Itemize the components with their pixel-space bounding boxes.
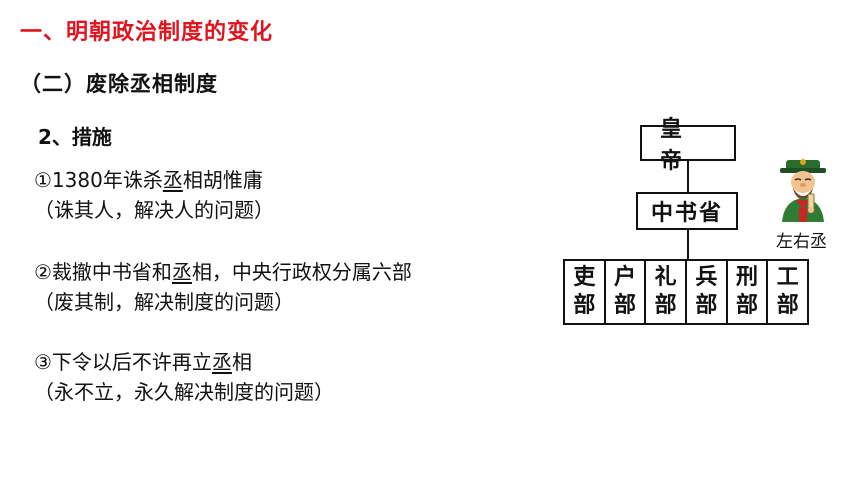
measure-item: ②裁撤中书省和丞相，中央行政权分属六部 （废其制，解决制度的问题） [34,257,412,317]
ministry-cell: 刑部 [728,261,769,323]
measure-note: （废其制，解决制度的问题） [34,290,294,314]
section-heading: 一、明朝政治制度的变化 [20,20,274,45]
secretariat-box: 中书省 [636,192,738,230]
ministry-suffix: 部 [614,293,637,318]
measure-text-underlined: 丞 [211,350,232,374]
measure-text-prefix: ②裁撤中书省和 [34,260,172,284]
measure-note: （诛其人，解决人的问题） [34,198,274,222]
measure-text-suffix: 相 [231,350,252,374]
ministry-cell: 礼部 [646,261,688,323]
ministry-cell: 工部 [768,261,807,323]
ministry-suffix: 部 [695,293,718,318]
measure-text-suffix: 相胡惟庸 [182,168,263,192]
ministry-name: 工 [776,265,799,290]
ministry-suffix: 部 [776,293,799,318]
measure-main-text: ③下令以后不许再立丞相 [34,347,334,377]
figure-caption: 左右丞 [776,232,827,252]
ministry-name: 礼 [654,265,677,290]
six-ministries-row: 吏部 户部 礼部 兵部 刑部 工部 [563,259,809,325]
ministry-cell: 兵部 [687,261,728,323]
ministry-suffix: 部 [654,293,677,318]
measure-text-prefix: ①1380年诛杀 [34,168,163,192]
measure-item: ①1380年诛杀丞相胡惟庸 （诛其人，解决人的问题） [34,165,274,225]
ministry-name: 兵 [695,265,718,290]
ministry-name: 户 [614,265,637,290]
measure-note: （永不立，永久解决制度的问题） [34,380,334,404]
ministry-name: 吏 [573,265,596,290]
official-figure-icon [780,159,826,222]
step-title: 2、措施 [38,125,112,149]
measure-text-prefix: ③下令以后不许再立 [34,350,212,374]
ministry-name: 刑 [736,265,759,290]
connector-line [687,230,689,260]
ministry-cell: 户部 [606,261,647,323]
ministry-suffix: 部 [573,293,596,318]
measure-main-text: ①1380年诛杀丞相胡惟庸 [34,165,274,195]
emperor-box: 皇帝 [640,117,736,174]
measure-text-underlined: 丞 [171,260,192,284]
subsection-heading: （二）废除丞相制度 [20,72,218,96]
ministry-suffix: 部 [736,293,759,318]
measure-text-underlined: 丞 [162,168,183,192]
measure-text-suffix: 相，中央行政权分属六部 [191,260,412,284]
ministry-cell: 吏部 [565,261,606,323]
measure-item: ③下令以后不许再立丞相 （永不立，永久解决制度的问题） [34,347,334,407]
measure-main-text: ②裁撤中书省和丞相，中央行政权分属六部 [34,257,412,287]
